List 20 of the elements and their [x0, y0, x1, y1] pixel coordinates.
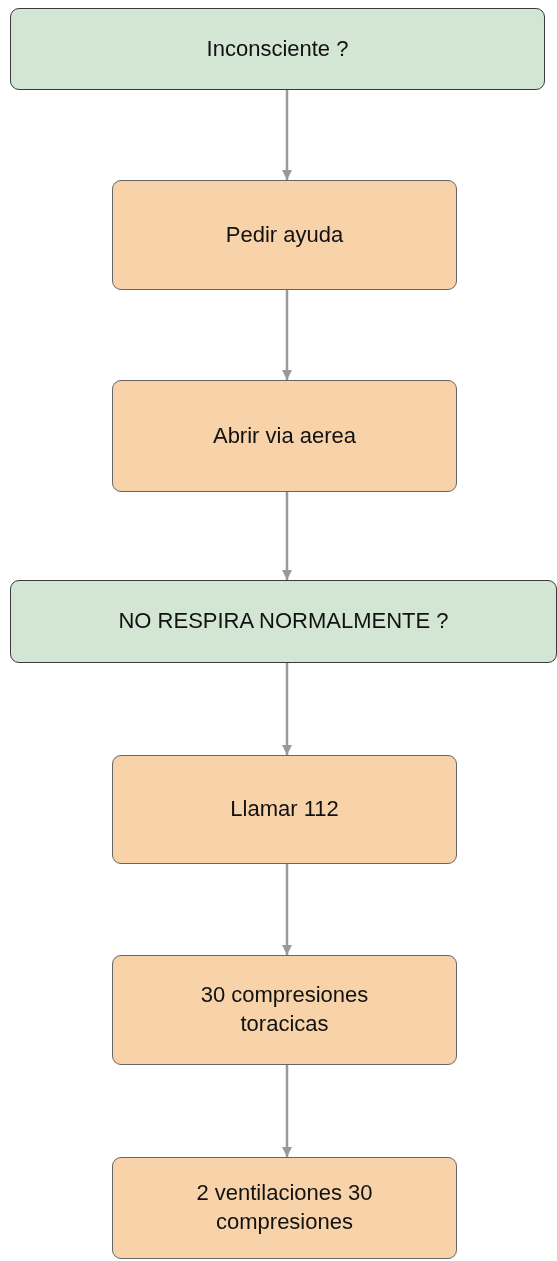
arrow — [282, 864, 292, 955]
arrow — [282, 663, 292, 755]
process-box — [112, 955, 457, 1065]
process-box — [112, 180, 457, 290]
decision-box — [10, 580, 557, 663]
node-label: 2 ventilaciones 30 compresiones — [195, 1179, 374, 1236]
arrow — [282, 290, 292, 380]
arrow — [282, 1065, 292, 1157]
node-label: Pedir ayuda — [225, 220, 344, 249]
process-box — [112, 755, 457, 864]
process-box — [112, 380, 457, 492]
process-box — [112, 1157, 457, 1259]
arrow — [282, 492, 292, 580]
node-label: 30 compresiones toracicas — [199, 981, 370, 1038]
node-label: NO RESPIRA NORMALMENTE ? — [118, 607, 449, 636]
node-label: Inconsciente ? — [206, 34, 349, 63]
node-label: Llamar 112 — [230, 795, 339, 824]
node-label: Abrir via aerea — [212, 421, 357, 450]
arrow — [282, 90, 292, 180]
decision-box — [10, 8, 545, 90]
